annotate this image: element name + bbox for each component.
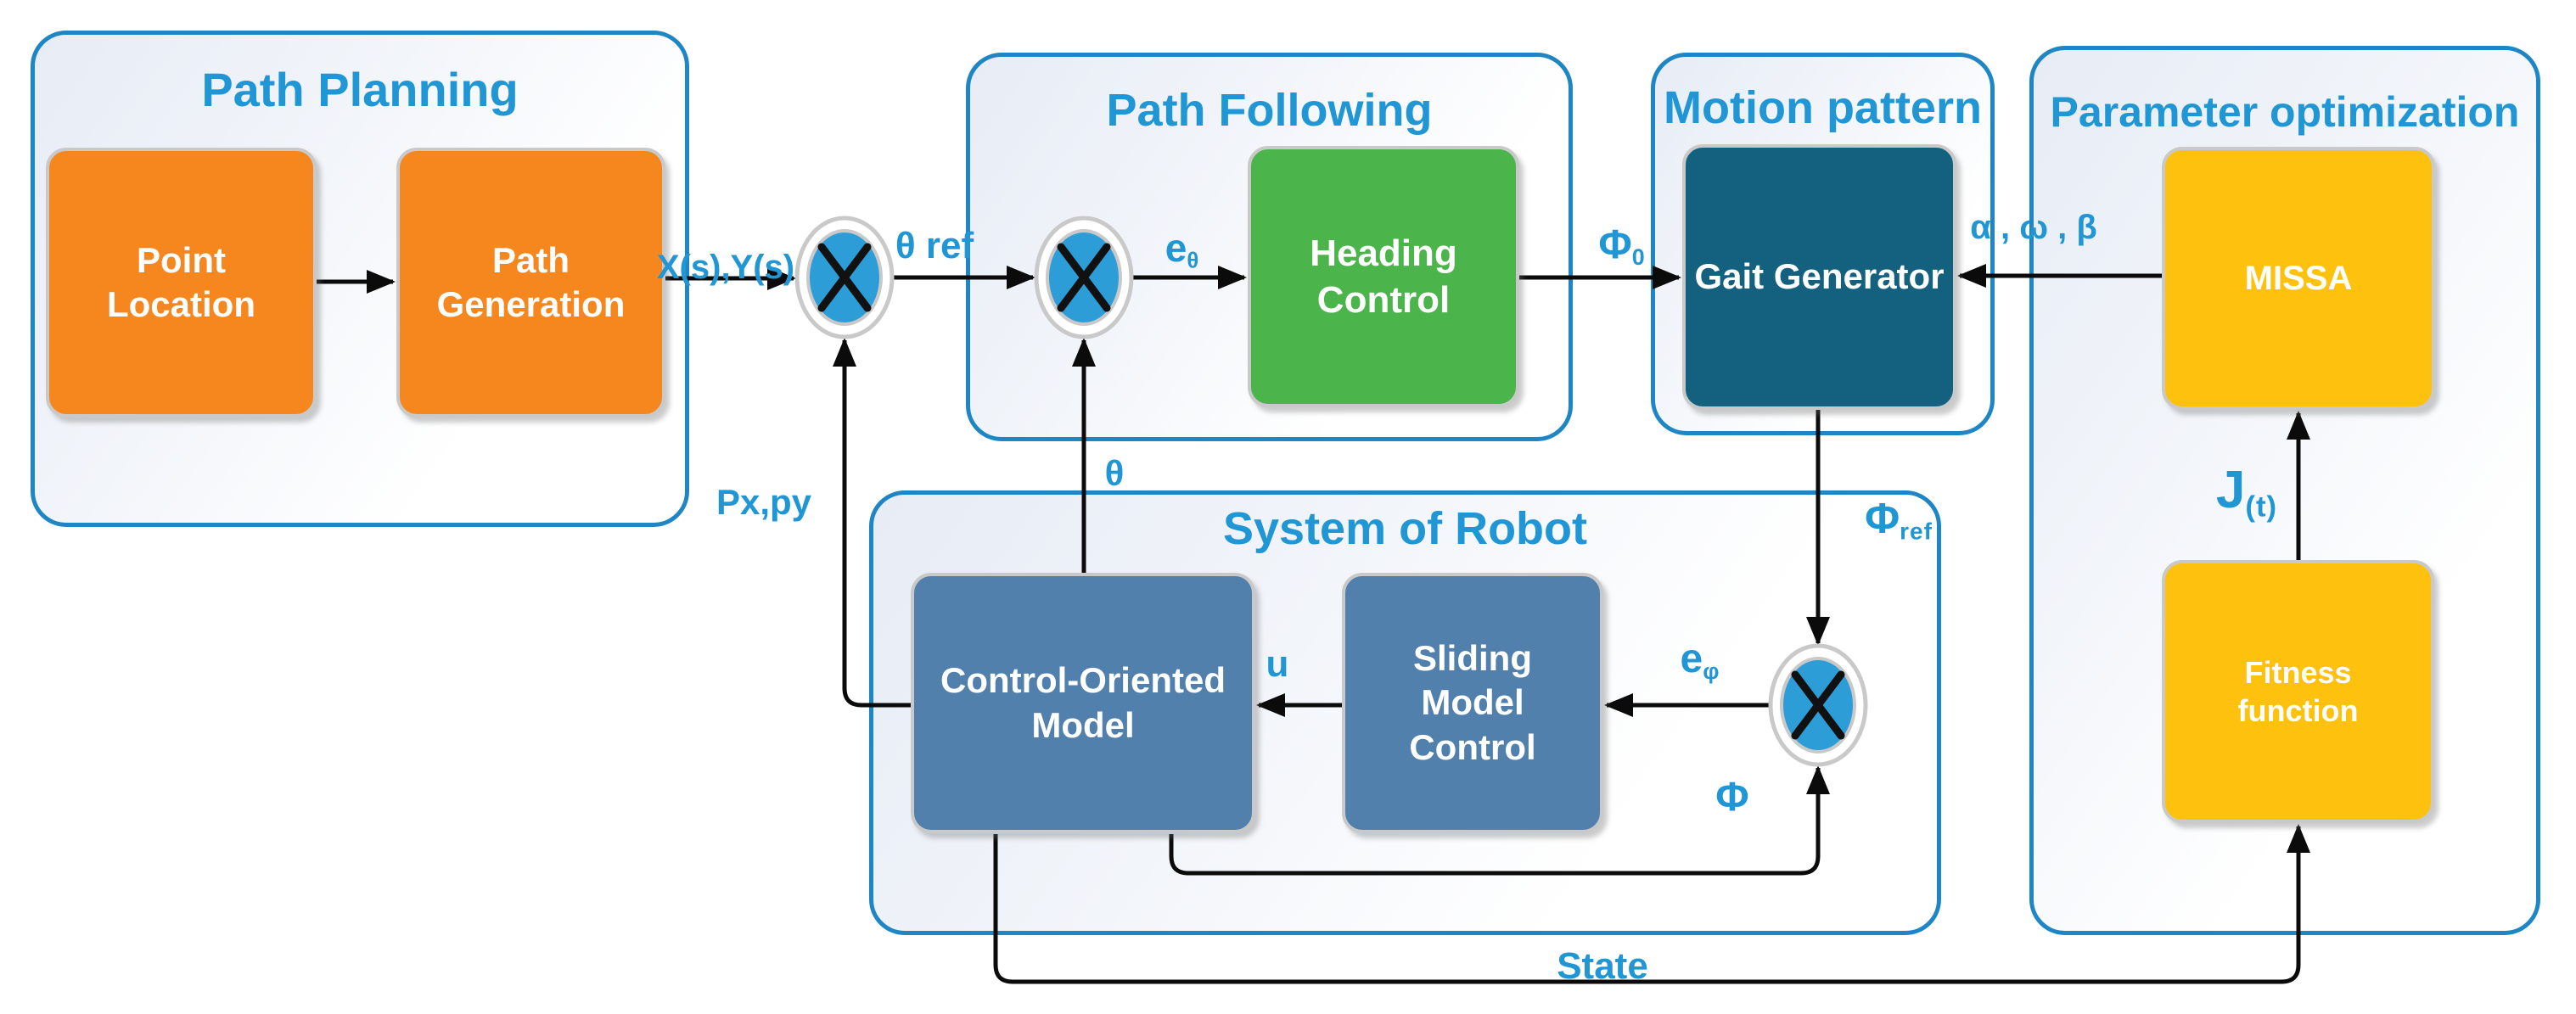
feedback-phi-to-junction3 bbox=[1169, 765, 1830, 876]
section-title-system-of-robot: System of Robot bbox=[1222, 503, 1588, 554]
section-title-path-planning: Path Planning bbox=[201, 63, 519, 116]
sum-junction-2 bbox=[1034, 216, 1134, 339]
block-sliding-model-control: Sliding Model Control bbox=[1342, 573, 1603, 833]
multiply-cross-icon bbox=[1791, 670, 1845, 740]
block-point-location: Point Location bbox=[46, 148, 317, 417]
signal-e-phi: eφ bbox=[1680, 636, 1720, 685]
signal-state: State bbox=[1557, 945, 1648, 987]
signal-u: u bbox=[1266, 643, 1289, 685]
multiply-cross-icon bbox=[817, 243, 872, 312]
feedback-pxpy-to-junction1 bbox=[833, 338, 911, 708]
section-title-motion-pattern: Motion pattern bbox=[1664, 82, 1982, 133]
signal-j-t: J(t) bbox=[2215, 460, 2278, 524]
section-title-parameter-optimization: Parameter optimization bbox=[2050, 88, 2520, 136]
feedback-state-to-fitness-function bbox=[993, 824, 2310, 984]
signal-e-theta: eθ bbox=[1165, 225, 1200, 273]
sum-junction-1 bbox=[794, 216, 895, 339]
section-title-path-following: Path Following bbox=[1106, 85, 1433, 136]
signal-phi-ref: Φref bbox=[1865, 494, 1933, 545]
block-heading-control: Heading Control bbox=[1248, 146, 1519, 407]
signal-px-py: Px,py bbox=[716, 482, 812, 522]
multiply-cross-icon bbox=[1057, 243, 1111, 312]
signal-alpha-omega-beta: α , ω , β bbox=[1970, 209, 2097, 246]
signal-xs-ys: X(s),Y(s) bbox=[656, 249, 795, 286]
block-control-oriented-model: Control-Oriented Model bbox=[911, 573, 1255, 833]
signal-theta: θ bbox=[1104, 453, 1125, 493]
block-missa: MISSA bbox=[2162, 147, 2435, 410]
block-path-generation: Path Generation bbox=[396, 148, 665, 417]
signal-phi-0: Φ0 bbox=[1598, 222, 1646, 271]
signal-theta-ref: θ ref bbox=[895, 225, 974, 266]
block-gait-generator: Gait Generator bbox=[1682, 144, 1956, 410]
block-fitness-function: Fitness function bbox=[2162, 560, 2434, 823]
signal-phi: Φ bbox=[1715, 775, 1749, 820]
sum-junction-3 bbox=[1768, 643, 1868, 767]
